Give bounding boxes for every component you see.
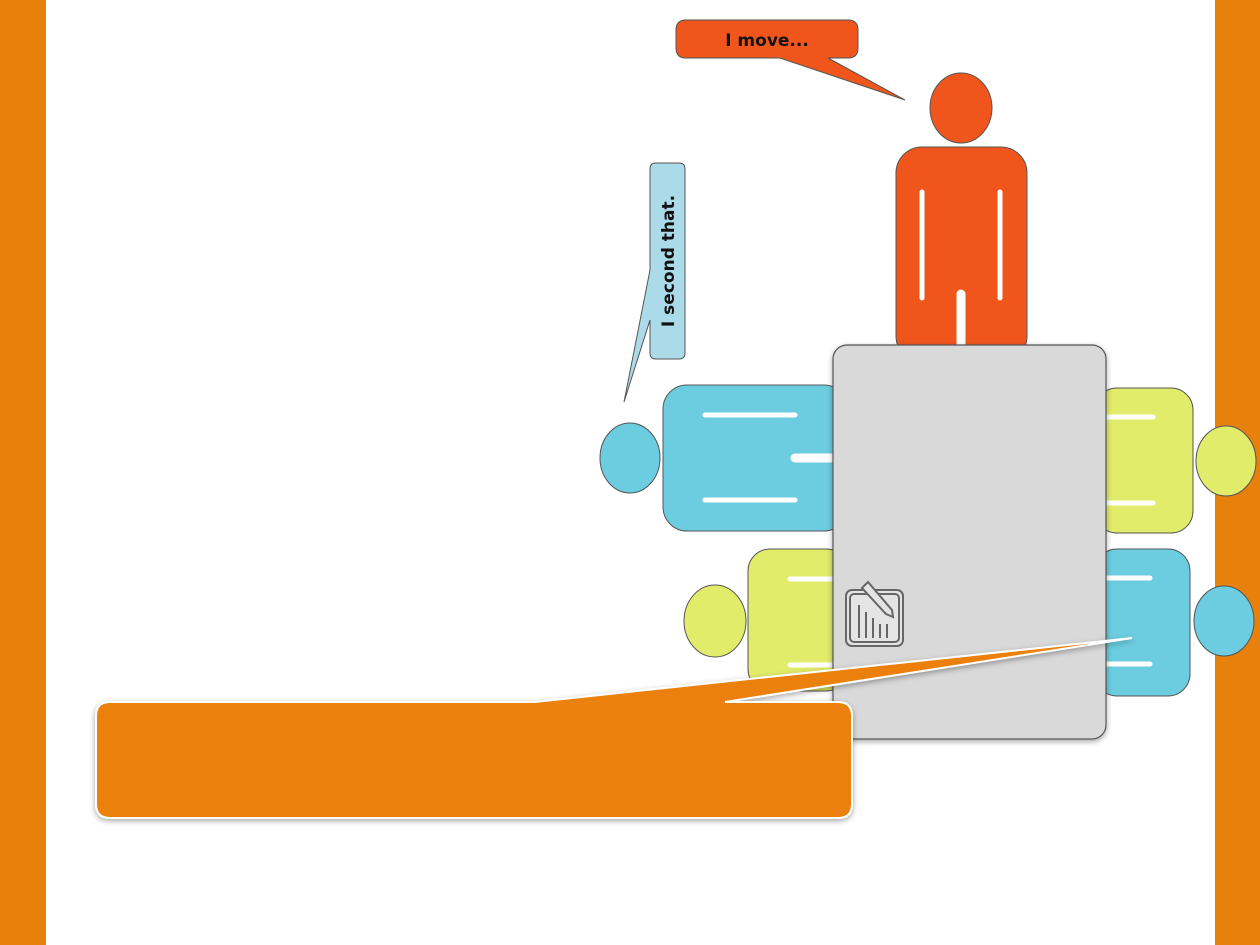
- speech-top-text: I move...: [725, 31, 809, 51]
- meeting-table: [832, 344, 1107, 740]
- person-right-yellow: [1094, 387, 1257, 534]
- speech-bubble-side: I second that.: [623, 162, 686, 403]
- person-right-blue: [1094, 548, 1255, 697]
- person-standing-orange: [895, 72, 1028, 365]
- callout-box: [95, 637, 1133, 819]
- left-sidebar: [0, 0, 46, 945]
- meeting-minutes-icon: [845, 580, 904, 647]
- speech-side-text: I second that.: [659, 195, 679, 327]
- person-left-yellow: [683, 548, 849, 692]
- speech-bubble-top: I move...: [675, 19, 906, 101]
- person-left-blue: [599, 384, 850, 532]
